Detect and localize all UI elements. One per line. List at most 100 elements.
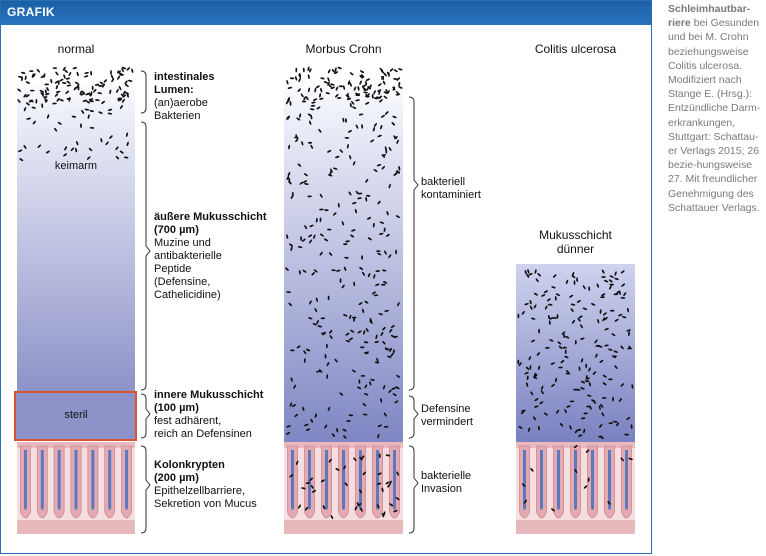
bacterium	[363, 330, 366, 335]
bacterium	[524, 303, 529, 306]
bacterium	[521, 483, 526, 487]
bacterium	[534, 398, 539, 402]
bacterium	[97, 92, 102, 95]
bacterium	[382, 326, 386, 331]
bracket-outer-mucus	[140, 121, 151, 391]
bacterium	[359, 266, 364, 271]
bacterium	[23, 107, 27, 112]
bacterium	[289, 402, 293, 407]
bacterium	[384, 250, 387, 255]
bacterium	[316, 319, 319, 325]
bacterium	[117, 75, 121, 80]
bacterium	[600, 403, 604, 408]
bacterium	[390, 353, 394, 357]
bacterium	[372, 291, 376, 295]
bacterium	[344, 256, 349, 259]
lumen-label-title: intestinales Lumen:	[154, 71, 215, 96]
bacterium	[316, 106, 321, 110]
bacterium	[628, 345, 632, 350]
bacterium	[319, 217, 322, 223]
bacterium	[602, 312, 607, 316]
bacterium	[604, 316, 608, 321]
bacterium	[19, 158, 24, 162]
bacterium	[25, 81, 30, 84]
bacterium	[65, 77, 71, 80]
bacterium	[341, 221, 345, 226]
bacterium	[381, 269, 387, 272]
bacterium	[297, 88, 301, 92]
bacterium	[580, 417, 586, 420]
bacterium	[286, 425, 291, 428]
bacterium	[50, 78, 53, 84]
outer-mucus-label: äußere Mukusschicht (700 µm)Muzine und a…	[154, 211, 279, 302]
bacterium	[381, 154, 385, 159]
bacterium	[364, 384, 368, 389]
bacterium	[55, 90, 61, 93]
bacterium	[612, 396, 614, 402]
bacterium	[530, 339, 536, 343]
bracket-contaminated	[408, 96, 419, 391]
bacterium	[354, 506, 358, 511]
bacterium	[310, 418, 313, 423]
bacterium	[355, 190, 359, 195]
bacterium	[124, 91, 130, 95]
bacterium	[346, 420, 351, 422]
bacterium	[293, 384, 297, 389]
bacterium	[382, 80, 386, 85]
bacterium	[339, 278, 342, 283]
bacterium	[350, 234, 355, 238]
bacterium	[557, 341, 562, 345]
bacterium	[336, 427, 339, 433]
bacterium	[551, 508, 555, 512]
bacterium	[359, 489, 362, 494]
bacterium	[393, 172, 398, 176]
bacterium	[35, 99, 38, 104]
bacterium	[524, 371, 529, 375]
bracket-crypts	[140, 445, 151, 534]
bacterium	[99, 81, 104, 85]
bacterium	[370, 378, 375, 381]
bacterium	[540, 390, 544, 395]
bacterium	[395, 249, 398, 255]
bacterium	[304, 506, 309, 511]
bacterium	[377, 504, 380, 509]
bacterium	[71, 115, 77, 118]
bacterium	[319, 208, 324, 211]
bacterium	[345, 340, 351, 343]
bacterium	[302, 180, 308, 183]
bacterium	[301, 238, 306, 242]
bacterium	[44, 83, 49, 86]
bacterium	[365, 178, 369, 183]
bacterium	[614, 277, 619, 281]
bacterium	[391, 387, 396, 390]
lumen-label: intestinales Lumen:(an)aerobe Bakterien	[154, 71, 274, 123]
bacterium	[517, 313, 520, 319]
bacterium	[44, 89, 47, 94]
bacterium	[90, 70, 93, 76]
bacterium	[387, 72, 390, 77]
bacterium	[630, 424, 633, 429]
bacterium	[349, 314, 352, 320]
bacterium	[357, 503, 362, 507]
bacterium	[313, 269, 318, 273]
bacterium	[386, 210, 389, 216]
bacterium	[329, 335, 333, 339]
bacterium	[620, 383, 625, 387]
bacterium	[76, 71, 79, 77]
bacterium	[349, 82, 352, 87]
bacterium	[363, 89, 368, 91]
bacterium	[373, 123, 377, 127]
bacterium	[576, 277, 579, 282]
bacterium	[311, 272, 315, 276]
bacterium	[359, 456, 363, 461]
bacterium	[533, 416, 536, 421]
bacterium	[329, 171, 332, 176]
bacterium	[319, 97, 324, 100]
bacterium	[393, 136, 398, 140]
bacterium	[383, 91, 388, 94]
bacterium	[375, 96, 381, 99]
bacterium	[131, 68, 134, 73]
bacterium	[383, 227, 386, 233]
bacterium	[387, 483, 391, 488]
bacterium	[604, 328, 609, 331]
